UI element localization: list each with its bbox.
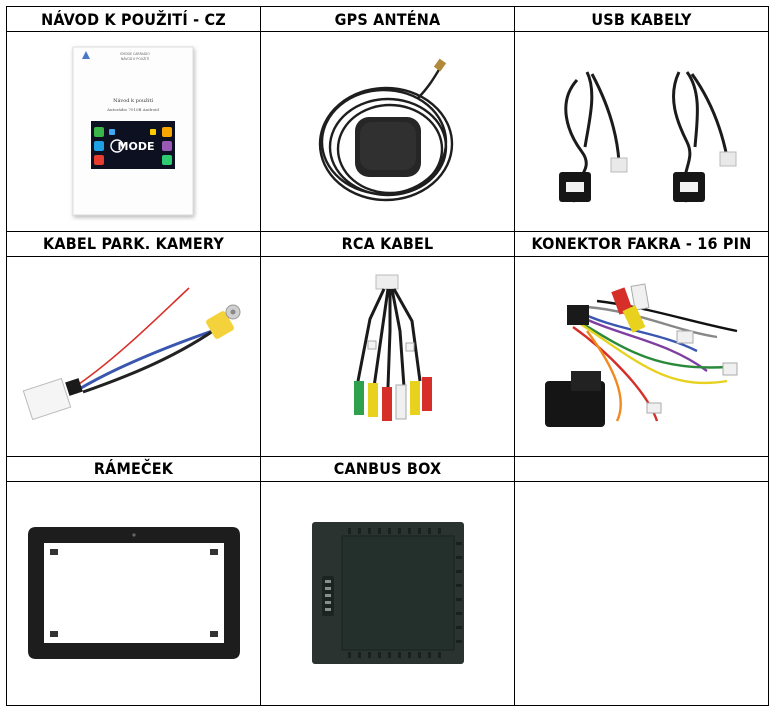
item-label-fakra-connector: KONEKTOR FAKRA - 16 PIN bbox=[514, 230, 769, 258]
usb-cables-photo bbox=[558, 70, 736, 203]
package-contents-table: NÁVOD K POUŽITÍ - CZ GPS ANTÉNA USB KABE… bbox=[6, 5, 769, 707]
usb-cables-photo-cell bbox=[514, 31, 769, 232]
manual-photo-cell: EMODE CARRADIO NÁVOD K POUŽITÍ Návod k p… bbox=[6, 31, 261, 232]
canbus-box-photo-cell bbox=[260, 480, 515, 707]
fakra-connector-photo bbox=[544, 283, 737, 428]
gps-antenna-photo bbox=[318, 58, 453, 201]
manual-screen-image bbox=[90, 120, 175, 169]
rca-cable-photo bbox=[353, 274, 432, 422]
fakra-connector-photo-cell bbox=[514, 256, 769, 457]
item-label-camera-cable: KABEL PARK. KAMERY bbox=[6, 230, 261, 258]
manual-photo: EMODE CARRADIO NÁVOD K POUŽITÍ Návod k p… bbox=[72, 46, 193, 216]
camera-cable-photo-cell bbox=[6, 256, 261, 457]
item-label-manual: NÁVOD K POUŽITÍ - CZ bbox=[6, 5, 261, 33]
manual-title: Návod k použití bbox=[113, 97, 153, 104]
manual-subtitle: Autorádio 7010B Android bbox=[106, 107, 159, 112]
item-label-usb-cables: USB KABELY bbox=[514, 5, 769, 33]
manual-header-line2: NÁVOD K POUŽITÍ bbox=[120, 56, 148, 61]
empty-label-cell bbox=[514, 455, 769, 482]
manual-brand-text: MODE bbox=[117, 140, 154, 153]
manual-header-line1: EMODE CARRADIO bbox=[120, 52, 150, 56]
item-label-rca-cable: RCA KABEL bbox=[260, 230, 515, 258]
frame-photo bbox=[27, 527, 240, 660]
frame-photo-cell bbox=[6, 480, 261, 707]
empty-photo-cell bbox=[514, 480, 769, 707]
camera-cable-photo bbox=[22, 287, 240, 421]
gps-antenna-photo-cell bbox=[260, 31, 515, 232]
rca-cable-photo-cell bbox=[260, 256, 515, 457]
canbus-box-photo bbox=[311, 522, 464, 665]
item-label-gps-antenna: GPS ANTÉNA bbox=[260, 5, 515, 33]
item-label-canbus-box: CANBUS BOX bbox=[260, 455, 515, 482]
item-label-frame: RÁMEČEK bbox=[6, 455, 261, 482]
